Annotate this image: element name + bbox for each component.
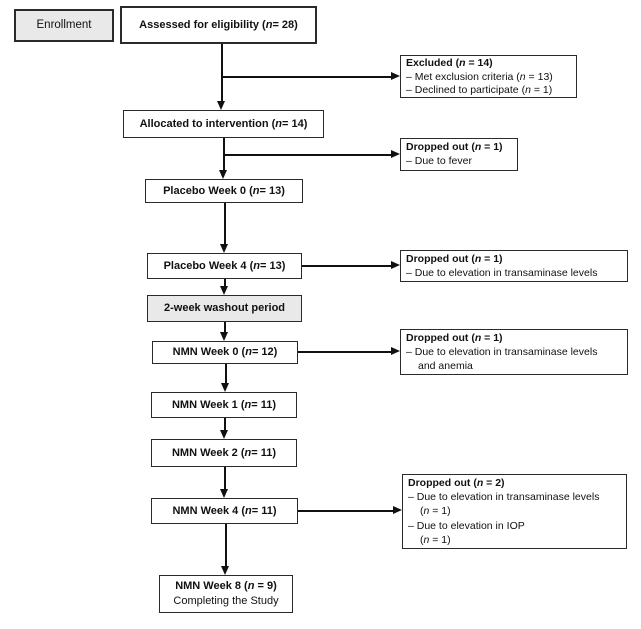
nmn-week4-box: NMN Week 4 (n = 11)	[151, 498, 298, 524]
placebo-week0-box: Placebo Week 0 (n = 13)	[145, 179, 303, 203]
dropout-fever-title: Dropped out (n = 1)	[406, 141, 503, 153]
enrollment-stage-label: Enrollment	[14, 9, 114, 42]
branch-dropout-nmn-week4	[298, 510, 394, 512]
dropout-nmn-week4-title: Dropped out (n = 2)	[408, 477, 505, 489]
dropout-nmn-week0-box: Dropped out (n = 1) – Due to elevation i…	[400, 329, 628, 375]
connector-nmn0-nmn1	[225, 364, 227, 385]
excluded-title: Excluded (n = 14)	[406, 57, 493, 69]
connector-nmn1-nmn2	[224, 418, 226, 432]
washout-period-box: 2-week washout period	[147, 295, 302, 322]
arrowhead-right-icon	[391, 261, 400, 269]
dropout-nmn-week4-reason-count: (n = 1)	[420, 505, 451, 518]
dropout-fever-box: Dropped out (n = 1) – Due to fever	[400, 138, 518, 171]
arrowhead-down-icon	[220, 286, 228, 295]
dropout-nmn-week4-reason: – Due to elevation in transaminase level…	[408, 491, 600, 504]
excluded-reason: – Met exclusion criteria (n = 13)	[406, 70, 553, 83]
excluded-box: Excluded (n = 14) – Met exclusion criter…	[400, 55, 577, 98]
arrowhead-down-icon	[220, 430, 228, 439]
branch-excluded	[221, 76, 392, 78]
connector-placebo0-placebo4	[224, 203, 226, 246]
allocated-intervention-box: Allocated to intervention (n = 14)	[123, 110, 324, 138]
branch-dropout-placebo-week4	[302, 265, 392, 267]
arrowhead-down-icon	[219, 170, 227, 179]
arrowhead-right-icon	[391, 347, 400, 355]
dropout-nmn-week4-reason-count: (n = 1)	[420, 533, 451, 546]
nmn-week8-subtitle: Completing the Study	[173, 595, 279, 607]
branch-dropout-nmn-week0	[298, 351, 392, 353]
arrowhead-down-icon	[220, 332, 228, 341]
nmn-week8-title: NMN Week 8 (n = 9)	[175, 580, 277, 592]
nmn-week1-box: NMN Week 1 (n = 11)	[151, 392, 297, 418]
branch-dropout-fever	[223, 154, 392, 156]
connector-nmn4-nmn8	[225, 524, 227, 568]
dropout-placebo-week4-reason: – Due to elevation in transaminase level…	[406, 267, 598, 280]
connector-placebo4-washout	[224, 279, 226, 288]
arrowhead-down-icon	[220, 489, 228, 498]
dropout-nmn-week0-reason-cont: and anemia	[418, 360, 473, 373]
arrowhead-right-icon	[391, 72, 400, 80]
dropout-placebo-week4-title: Dropped out (n = 1)	[406, 253, 503, 265]
dropout-nmn-week4-reason: – Due to elevation in IOP	[408, 519, 525, 532]
excluded-reason: – Declined to participate (n = 1)	[406, 84, 553, 97]
dropout-placebo-week4-box: Dropped out (n = 1) – Due to elevation i…	[400, 250, 628, 282]
nmn-week2-box: NMN Week 2 (n = 11)	[151, 439, 297, 467]
placebo-week4-box: Placebo Week 4 (n = 13)	[147, 253, 302, 279]
connector-assessed-allocated	[221, 44, 223, 103]
arrowhead-down-icon	[220, 244, 228, 253]
nmn-week8-completion-box: NMN Week 8 (n = 9) Completing the Study	[159, 575, 293, 613]
arrowhead-right-icon	[393, 506, 402, 514]
dropout-nmn-week0-title: Dropped out (n = 1)	[406, 332, 503, 344]
arrowhead-down-icon	[221, 566, 229, 575]
assessed-eligibility-box: Assessed for eligibility (n = 28)	[120, 6, 317, 44]
dropout-nmn-week4-box: Dropped out (n = 2) – Due to elevation i…	[402, 474, 627, 549]
dropout-fever-reason: – Due to fever	[406, 155, 472, 168]
arrowhead-down-icon	[221, 383, 229, 392]
nmn-week0-box: NMN Week 0 (n = 12)	[152, 341, 298, 364]
connector-nmn2-nmn4	[224, 467, 226, 491]
dropout-nmn-week0-reason: – Due to elevation in transaminase level…	[406, 346, 598, 359]
arrowhead-right-icon	[391, 150, 400, 158]
connector-washout-nmn0	[224, 322, 226, 334]
arrowhead-down-icon	[217, 101, 225, 110]
